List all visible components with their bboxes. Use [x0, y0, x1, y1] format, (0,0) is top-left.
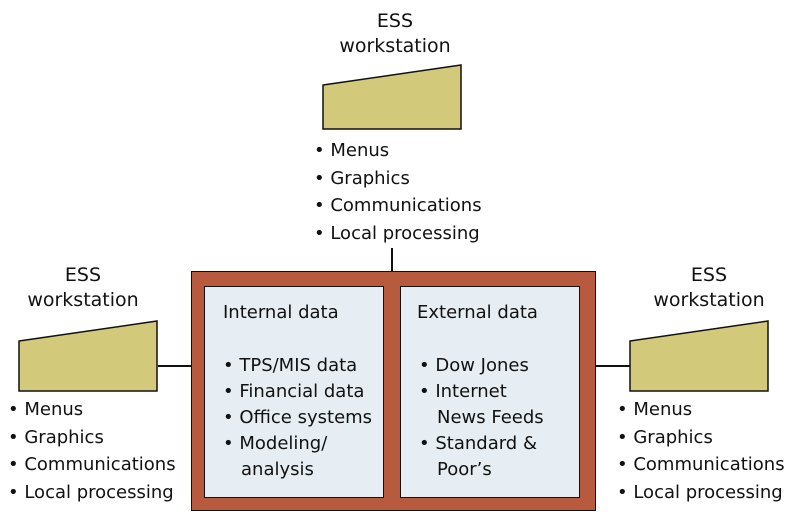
top-workstation-list: Menus Graphics Communications Local proc… [314, 137, 482, 248]
top-workstation-item: Local processing [314, 220, 482, 248]
right-workstation-title-line1: ESS [690, 264, 728, 286]
top-connector-line [391, 248, 393, 272]
left-workstation-item: Graphics [8, 424, 176, 452]
right-workstation-list: Menus Graphics Communications Local proc… [617, 396, 785, 507]
right-workstation-item: Local processing [617, 479, 785, 507]
right-connector-line [596, 365, 630, 367]
top-workstation-shape [322, 64, 462, 130]
right-workstation-item: Menus [617, 396, 785, 424]
internal-data-item: Financial data [223, 379, 383, 405]
internal-data-list: TPS/MIS data Financial data Office syste… [223, 353, 383, 483]
top-workstation-item: Communications [314, 192, 481, 220]
left-workstation-item: Menus [8, 396, 176, 424]
internal-data-item: Office systems [223, 405, 383, 431]
right-workstation-title: ESS workstation [634, 263, 784, 313]
left-workstation-icon [18, 320, 158, 392]
internal-data-title: Internal data [223, 302, 339, 323]
right-workstation-item: Communications [617, 451, 784, 479]
top-workstation-title-line1: ESS [376, 10, 414, 32]
right-workstation-item: Graphics [617, 424, 785, 452]
left-workstation-item: Local processing [8, 479, 176, 507]
external-data-item: Internet News Feeds [419, 379, 559, 431]
top-workstation-icon [322, 64, 462, 130]
left-workstation-list: Menus Graphics Communications Local proc… [8, 396, 176, 507]
left-connector-line [158, 365, 192, 367]
external-data-item: Dow Jones [419, 353, 559, 379]
left-workstation-title-line2: workstation [27, 289, 139, 311]
external-data-list: Dow Jones Internet News Feeds Standard &… [419, 353, 559, 483]
external-data-item: Standard & Poor’s [419, 431, 552, 483]
internal-data-item: Modeling/ analysis [223, 431, 351, 483]
internal-data-item: TPS/MIS data [223, 353, 383, 379]
top-workstation-title-line2: workstation [339, 35, 451, 57]
left-workstation-title: ESS workstation [8, 263, 158, 313]
external-data-title: External data [417, 302, 538, 323]
right-workstation-title-line2: workstation [653, 289, 765, 311]
left-workstation-item: Communications [8, 451, 175, 479]
top-workstation-item: Menus [314, 137, 482, 165]
left-workstation-shape [18, 320, 158, 392]
right-workstation-icon [629, 320, 769, 392]
right-workstation-shape [629, 320, 769, 392]
top-workstation-item: Graphics [314, 165, 482, 193]
left-workstation-title-line1: ESS [64, 264, 102, 286]
internal-data-panel: Internal data TPS/MIS data Financial dat… [204, 286, 384, 498]
top-workstation-title: ESS workstation [320, 9, 470, 59]
external-data-panel: External data Dow Jones Internet News Fe… [400, 286, 580, 498]
